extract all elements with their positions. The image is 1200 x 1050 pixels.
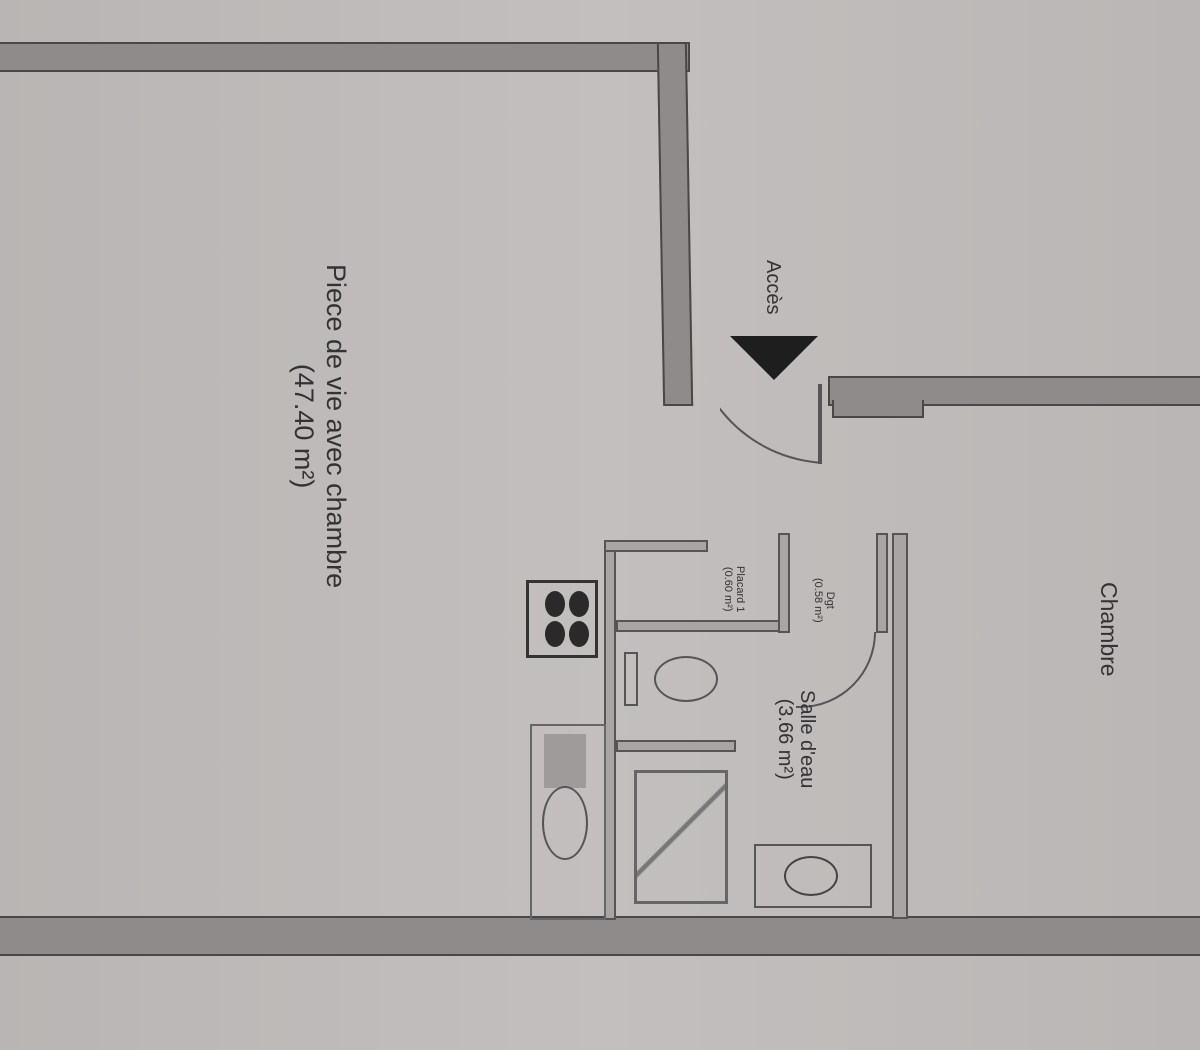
hall-wall-left <box>778 533 790 633</box>
hall-label: Dgt (0.58 m²) <box>812 578 836 623</box>
wc-divider-wall <box>616 740 736 752</box>
wall-right-upper <box>656 42 694 406</box>
wall-top <box>0 42 690 72</box>
closet-area: (0.60 m²) <box>722 566 734 612</box>
hall-area: (0.58 m²) <box>812 578 824 623</box>
bathroom-name: Salle d'eau <box>796 690 818 789</box>
bathroom-label: Salle d'eau (3.66 m²) <box>774 690 818 788</box>
hall-name: Dgt <box>824 591 836 609</box>
wall-bedroom-divider <box>892 533 908 919</box>
hall-wall-right <box>876 533 888 633</box>
wall-bedroom-notch <box>832 400 924 418</box>
living-room-name: Piece de vie avec chambre <box>321 264 351 589</box>
closet-bottom-wall <box>616 620 784 632</box>
living-room-area: (47.40 m²) <box>289 363 319 489</box>
closet-label: Placard 1 (0.60 m²) <box>722 566 746 612</box>
sink-icon <box>530 724 606 920</box>
closet-name: Placard 1 <box>734 566 746 613</box>
wall-bottom <box>0 916 1200 956</box>
shower-icon <box>634 770 728 904</box>
washbasin-icon <box>754 844 872 908</box>
arrow-down-icon <box>730 336 818 380</box>
living-room-label: Piece de vie avec chambre (47.40 m²) <box>288 264 352 588</box>
entrance-label: Accès <box>762 260 784 315</box>
toilet-icon <box>624 652 720 706</box>
cooktop-icon <box>526 580 598 658</box>
bathroom-area: (3.66 m²) <box>774 698 796 780</box>
bedroom-label: Chambre <box>1096 582 1122 677</box>
closet-top-wall <box>604 540 708 552</box>
